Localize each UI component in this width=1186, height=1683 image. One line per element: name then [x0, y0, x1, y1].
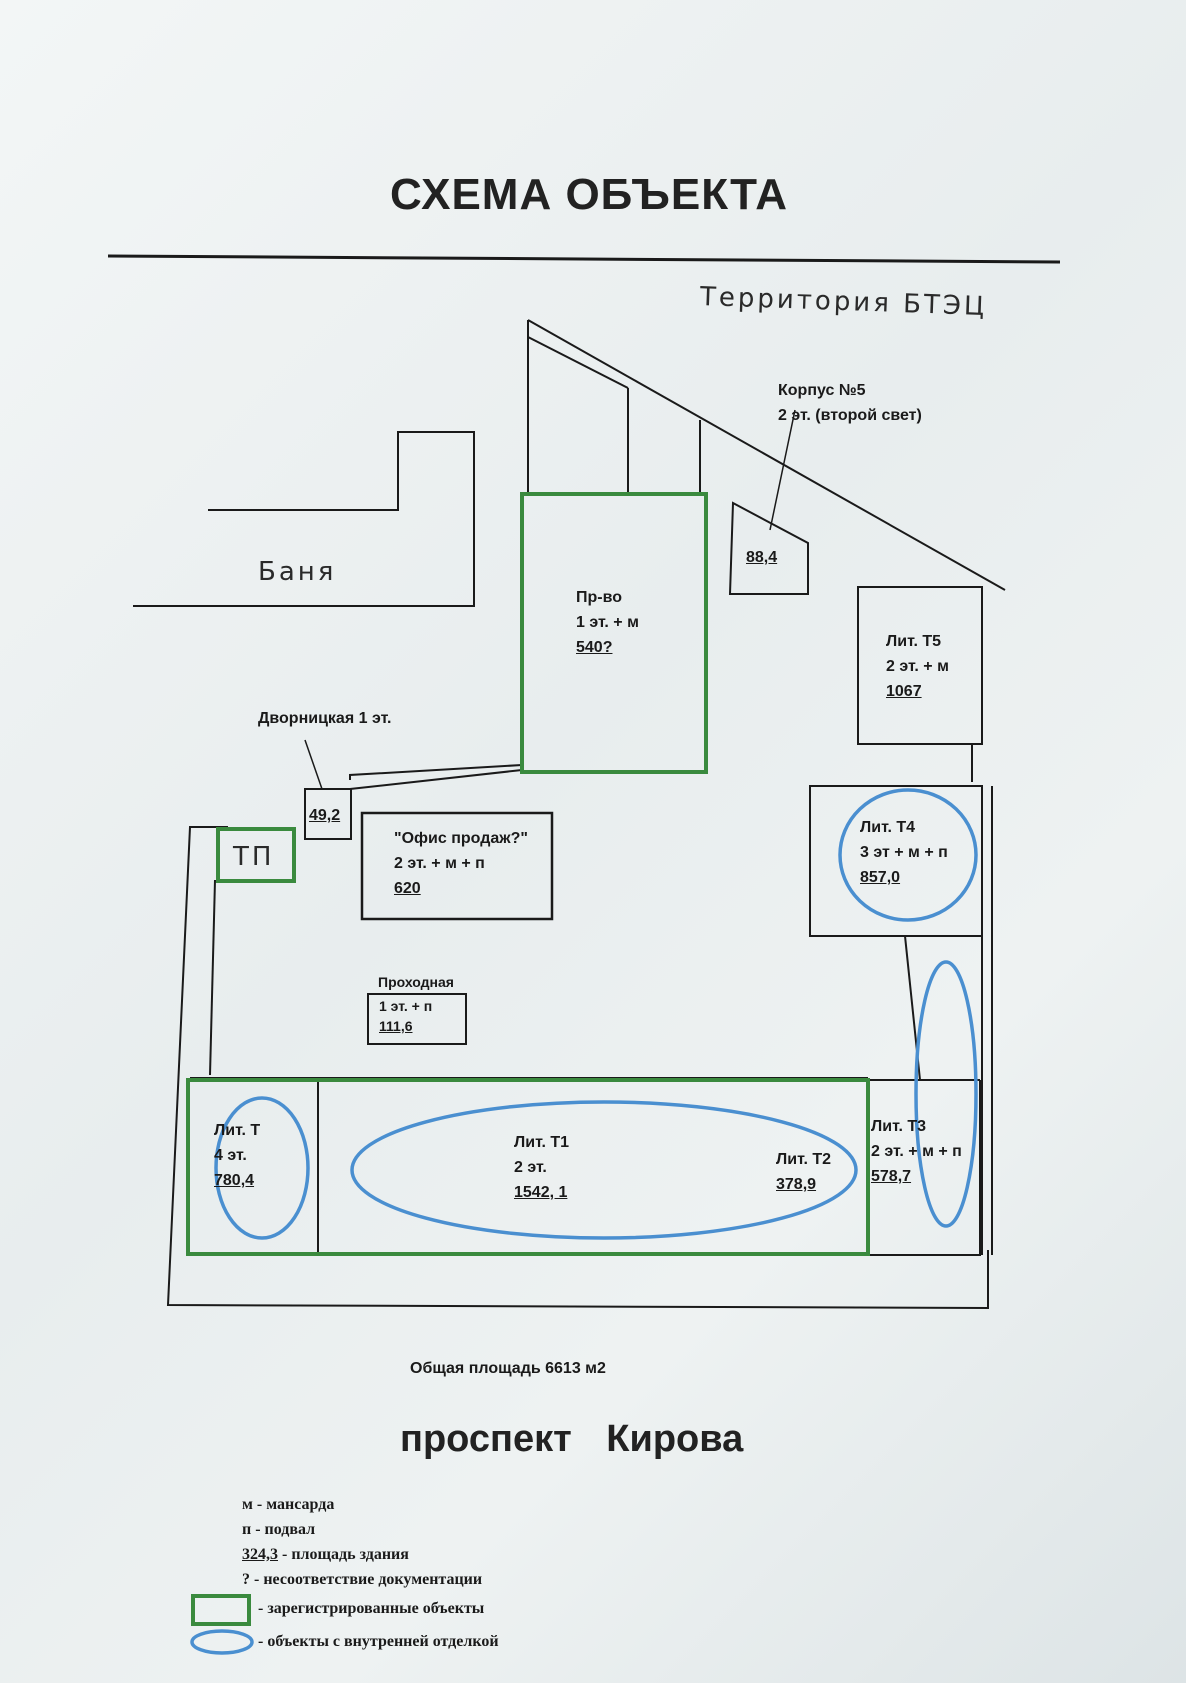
- finished-objects-outlines: [214, 788, 978, 1240]
- t-name: Лит. Т: [214, 1122, 261, 1139]
- prokhodnaya-area: 111,6: [379, 1018, 413, 1034]
- banya-outline: [133, 431, 475, 607]
- tp-registered-outline: [216, 827, 296, 883]
- prvo-label: Пр-во 1 эт. + м 540?: [576, 585, 639, 660]
- prokhodnaya-name: Проходная: [378, 974, 454, 990]
- korpus5-area: 88,4: [746, 549, 778, 566]
- header-rule: [107, 254, 1061, 264]
- legend-registered: - зарегистрированные объекты: [258, 1600, 485, 1617]
- t-t1-t2-registered-outline: [186, 1078, 870, 1256]
- prvo-area: 540?: [576, 639, 613, 656]
- dvornitskaya-name: Дворницкая 1 эт.: [258, 710, 392, 727]
- prvo-name: Пр-во: [576, 589, 622, 606]
- t2-area: 378,9: [776, 1176, 817, 1193]
- tp-label: ТП: [233, 842, 275, 872]
- t3-label: Лит. Т3 2 эт. + м + п 578,7: [871, 1114, 962, 1189]
- t5-area: 1067: [886, 683, 922, 700]
- t3-floors: 2 эт. + м + п: [871, 1143, 962, 1160]
- t1-t2-finished-ellipse: [350, 1100, 858, 1240]
- dvornitskaya-area: 49,2: [309, 807, 341, 824]
- t1-area: 1542, 1: [514, 1184, 568, 1201]
- t4-floors: 3 эт + м + п: [860, 844, 948, 861]
- t-finished-ellipse: [214, 1096, 310, 1240]
- office-area: 620: [394, 880, 421, 897]
- page-title: СХЕМА ОБЪЕКТА: [390, 170, 789, 219]
- t3-name: Лит. Т3: [871, 1118, 927, 1135]
- office-name: "Офис продаж?": [394, 830, 528, 847]
- t5-name: Лит. Т5: [886, 633, 942, 650]
- office-floors: 2 эт. + м + п: [394, 855, 485, 872]
- t5-label: Лит. Т5 2 эт. + м 1067: [886, 629, 949, 704]
- korpus5-floors: 2 эт. (второй свет): [778, 407, 922, 424]
- korpus5-leader: [769, 409, 796, 531]
- korpus5-outline: [728, 501, 809, 595]
- prokhodnaya-outline: [367, 993, 467, 1045]
- t1-floors: 2 эт.: [514, 1159, 547, 1176]
- legend-m: м - мансарда: [242, 1496, 335, 1513]
- t4-name: Лит. Т4: [860, 819, 916, 836]
- t1-label: Лит. Т1 2 эт. 1542, 1: [514, 1130, 569, 1205]
- korpus5-name: Корпус №5: [778, 382, 866, 399]
- legend-finished-swatch: [190, 1629, 254, 1655]
- t4-area: 857,0: [860, 869, 901, 886]
- office-outline: [360, 811, 554, 921]
- t5-floors: 2 эт. + м: [886, 658, 949, 675]
- legend-registered-swatch: [191, 1594, 251, 1626]
- dvornitskaya-outline: [304, 788, 352, 840]
- total-area: Общая площадь 6613 м2: [410, 1360, 606, 1377]
- t5-outline: [857, 586, 983, 745]
- t1-name: Лит. Т1: [514, 1134, 570, 1151]
- t2-name: Лит. Т2: [776, 1151, 832, 1168]
- t-label: Лит. Т 4 эт. 780,4: [214, 1118, 260, 1193]
- prokhodnaya-label: 1 эт. + п 111,6: [379, 996, 432, 1036]
- t-area: 780,4: [214, 1172, 255, 1189]
- territory-boundary: [527, 319, 1006, 591]
- legend-p: п - подвал: [242, 1521, 316, 1538]
- legend-area-value: 324,3: [242, 1546, 278, 1563]
- t-floors: 4 эт.: [214, 1147, 247, 1164]
- t2-label: Лит. Т2 378,9: [776, 1147, 831, 1197]
- prvo-registered-outline: [520, 492, 708, 774]
- street-name: проспект Кирова: [400, 1418, 744, 1460]
- legend-area-text: - площадь здания: [278, 1546, 409, 1563]
- t3-finished-ellipse: [914, 960, 978, 1228]
- prokhodnaya-floors: 1 эт. + п: [379, 998, 433, 1014]
- t4-finished-ellipse: [838, 788, 978, 922]
- legend-area: 324,3 - площадь здания: [242, 1546, 409, 1564]
- legend-question: ? - несоответствие документации: [242, 1571, 483, 1588]
- office-label: "Офис продаж?" 2 эт. + м + п 620: [394, 826, 528, 901]
- t4-label: Лит. Т4 3 эт + м + п 857,0: [860, 815, 948, 890]
- legend-finished: - объекты с внутренней отделкой: [258, 1633, 499, 1650]
- korpus5-label: Корпус №5 2 эт. (второй свет): [778, 378, 922, 428]
- registered-objects-outlines: [186, 492, 870, 1256]
- prvo-floors: 1 эт. + м: [576, 614, 639, 631]
- banya-label: Баня: [258, 557, 337, 587]
- t3-area: 578,7: [871, 1168, 912, 1185]
